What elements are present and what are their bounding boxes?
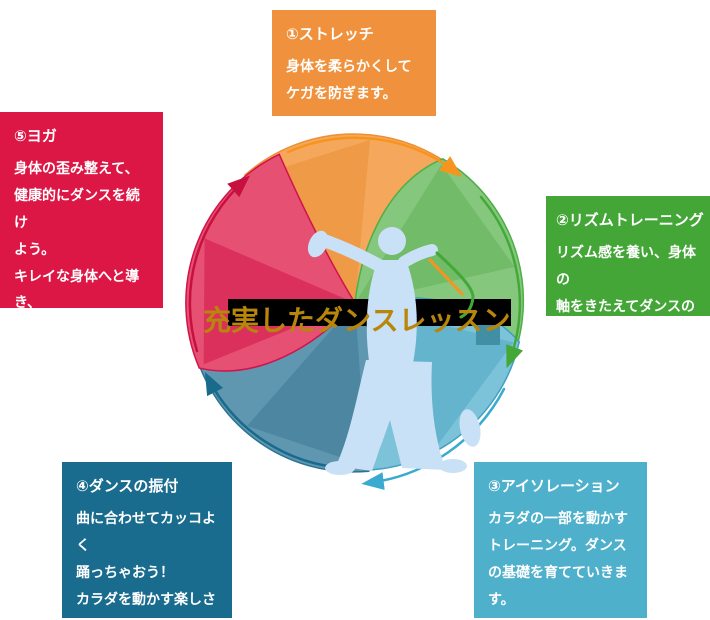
dancer-legs — [336, 360, 446, 471]
arrow-choreography-to-yoga — [204, 371, 348, 470]
dancer-left-foot — [325, 461, 355, 475]
dancer-silhouette — [307, 227, 481, 475]
arrow-isolation-to-choreography — [361, 387, 506, 491]
dancer-right-foot — [439, 459, 467, 473]
step-heading-stretch: ①ストレッチ — [286, 26, 374, 43]
step-body-stretch: 身体を柔らかくして ケガを防ぎます。 — [286, 58, 412, 101]
step-body-choreography: 曲に合わせてカッコよく 踊っちゃおう！ カラダを動かす楽しさを 感じよう。 — [76, 510, 216, 620]
step-heading-rhythm-training: ②リズムトレーニング — [556, 212, 704, 229]
step-heading-isolation: ③アイソレーション — [488, 478, 620, 495]
arrow-stretch-to-rhythm — [286, 136, 463, 178]
wheel-accents — [428, 251, 500, 345]
diagram-title: 充実したダンスレッスン — [203, 305, 511, 336]
wheel-arrows — [188, 136, 524, 491]
arrow-yoga-to-stretch — [188, 175, 251, 353]
step-card-yoga: ⑤ヨガ 身体の歪み整えて、 健康的にダンスを続け よう。 キレイな身体へと導き、… — [0, 112, 163, 391]
accent-green-line — [435, 251, 475, 319]
step-body-rhythm-training: リズム感を養い、身体の 軸をきたえてダンスの 基礎力をUPさせます。 — [556, 244, 701, 341]
dancer-head — [378, 227, 406, 255]
step-card-isolation: ③アイソレーション カラダの一部を動かす トレーニング。ダンス の基礎を育ててい… — [474, 462, 647, 618]
arrow-rhythm-to-isolation — [479, 195, 524, 369]
dancer-torso — [366, 260, 417, 368]
accent-orange-line — [428, 258, 464, 296]
step-card-stretch: ①ストレッチ 身体を柔らかくして ケガを防ぎます。 — [272, 10, 436, 116]
dancer-back-arm — [316, 233, 387, 273]
step-card-rhythm-training: ②リズムトレーニング リズム感を養い、身体の 軸をきたえてダンスの 基礎力をUP… — [546, 196, 710, 341]
step-body-yoga: 身体の歪み整えて、 健康的にダンスを続け よう。 キレイな身体へと導き、 メンタ… — [14, 160, 140, 391]
step-card-choreography: ④ダンスの振付 曲に合わせてカッコよく 踊っちゃおう！ カラダを動かす楽しさを … — [62, 462, 232, 620]
step-heading-choreography: ④ダンスの振付 — [76, 478, 179, 495]
step-heading-yoga: ⑤ヨガ — [14, 128, 57, 145]
dancer-front-arm — [398, 244, 438, 268]
step-body-isolation: カラダの一部を動かす トレーニング。ダンス の基礎を育てていきま す。 — [488, 510, 628, 607]
accent-teal-square — [476, 325, 500, 345]
dancer-lowered-hand — [459, 409, 481, 447]
